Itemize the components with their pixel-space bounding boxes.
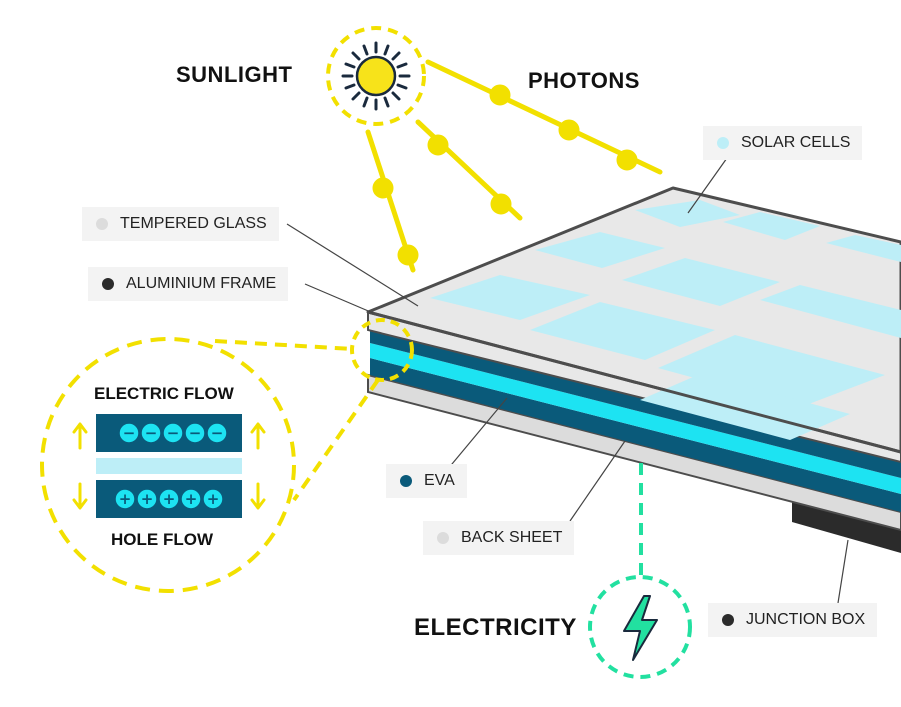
lightning-bolt-icon bbox=[623, 595, 658, 661]
electricity-heading: ELECTRICITY bbox=[414, 614, 577, 641]
back-sheet-layer bbox=[367, 373, 901, 532]
hole-symbol: + bbox=[119, 490, 132, 508]
eva-layer-upper bbox=[370, 330, 901, 478]
solar-panel bbox=[366, 186, 901, 553]
electron-symbol: − bbox=[123, 424, 136, 442]
photon-rays bbox=[365, 59, 663, 273]
junction-layer bbox=[96, 458, 242, 474]
tempered-glass-label: TEMPERED GLASS bbox=[82, 207, 279, 241]
junction-box-swatch bbox=[722, 614, 734, 626]
electron-symbol: − bbox=[145, 424, 158, 442]
electrons bbox=[118, 422, 228, 444]
solar-cells-swatch bbox=[717, 137, 729, 149]
electron-symbol: − bbox=[189, 424, 202, 442]
holes bbox=[114, 488, 224, 510]
eva-swatch bbox=[400, 475, 412, 487]
aluminium-frame-label: ALUMINIUM FRAME bbox=[88, 267, 289, 301]
electric-flow-label: ELECTRIC FLOW bbox=[94, 384, 234, 403]
leader-lines bbox=[286, 157, 849, 604]
electricity-output bbox=[588, 463, 692, 679]
flow-inset: − − − − − + + + + + bbox=[40, 318, 414, 593]
sun-icon bbox=[326, 26, 426, 126]
eva-layer-lower bbox=[370, 358, 901, 512]
hole-symbol: + bbox=[163, 490, 176, 508]
back-sheet-swatch bbox=[437, 532, 449, 544]
junction-box-label: JUNCTION BOX bbox=[708, 603, 878, 637]
hole-symbol: + bbox=[207, 490, 220, 508]
electron-symbol: − bbox=[211, 424, 224, 442]
electron-symbol: − bbox=[167, 424, 180, 442]
back-sheet-label: BACK SHEET bbox=[423, 521, 575, 555]
photons-heading: PHOTONS bbox=[528, 68, 640, 93]
hole-symbol: + bbox=[141, 490, 154, 508]
aluminium-frame-swatch bbox=[102, 278, 114, 290]
hole-symbol: + bbox=[185, 490, 198, 508]
tempered-glass-swatch bbox=[96, 218, 108, 230]
solar-cells bbox=[430, 200, 901, 440]
solar-cells-label: SOLAR CELLS bbox=[703, 126, 863, 160]
junction-box bbox=[792, 500, 901, 553]
sunlight-heading: SUNLIGHT bbox=[176, 62, 293, 87]
cell-layer bbox=[370, 343, 901, 494]
hole-flow-label: HOLE FLOW bbox=[111, 530, 213, 549]
eva-label: EVA bbox=[386, 464, 467, 498]
flow-arrows bbox=[72, 422, 266, 510]
